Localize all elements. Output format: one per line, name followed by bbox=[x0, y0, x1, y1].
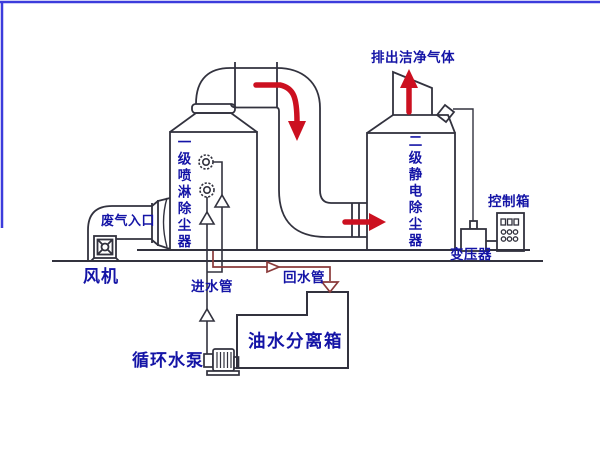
up-flow-marker bbox=[213, 193, 231, 208]
right-flow-marker bbox=[266, 260, 282, 274]
clean-gas-outlet-label: 排出洁净气体 bbox=[371, 50, 455, 66]
curved-down-arrow bbox=[253, 82, 300, 125]
fan-icon bbox=[88, 235, 122, 262]
tower1-label: 一级喷淋除尘器 bbox=[174, 135, 191, 251]
up-flow-marker bbox=[198, 210, 216, 225]
fan-label: 风机 bbox=[83, 267, 119, 287]
arrowhead bbox=[288, 121, 306, 141]
water-inlet-pipe-label: 进水管 bbox=[191, 279, 233, 295]
transformer-icon bbox=[460, 220, 497, 252]
gas-flow-arrows bbox=[253, 69, 418, 231]
spray-nozzle-icon bbox=[198, 154, 214, 170]
down-flow-marker bbox=[320, 281, 340, 294]
transformer-label: 变压器 bbox=[450, 247, 492, 263]
arrowhead bbox=[400, 69, 418, 88]
tower2-label: 二级静电除尘器 bbox=[405, 134, 422, 250]
connecting-duct bbox=[195, 62, 367, 238]
arrowhead bbox=[369, 213, 386, 231]
separator-box bbox=[236, 291, 349, 369]
tower1-spray-scrubber bbox=[169, 103, 258, 251]
circulating-pump-label: 循环水泵 bbox=[132, 351, 204, 371]
spray-water-pipes bbox=[198, 154, 231, 354]
pump-icon bbox=[203, 348, 240, 376]
control-box-label: 控制箱 bbox=[488, 194, 530, 210]
waste-gas-inlet-label: 废气入口 bbox=[101, 214, 156, 229]
control-box-icon bbox=[496, 212, 525, 252]
hv-stub bbox=[435, 103, 456, 124]
image-border bbox=[0, 0, 600, 228]
fan-unit bbox=[87, 197, 171, 262]
return-water-pipe bbox=[212, 251, 340, 294]
up-flow-marker bbox=[198, 307, 216, 322]
hv-cable bbox=[453, 108, 474, 221]
oil-water-separator-label: 油水分离箱 bbox=[248, 332, 343, 352]
spray-nozzle-icon bbox=[199, 182, 215, 198]
water-return-pipe-label: 回水管 bbox=[283, 270, 325, 286]
